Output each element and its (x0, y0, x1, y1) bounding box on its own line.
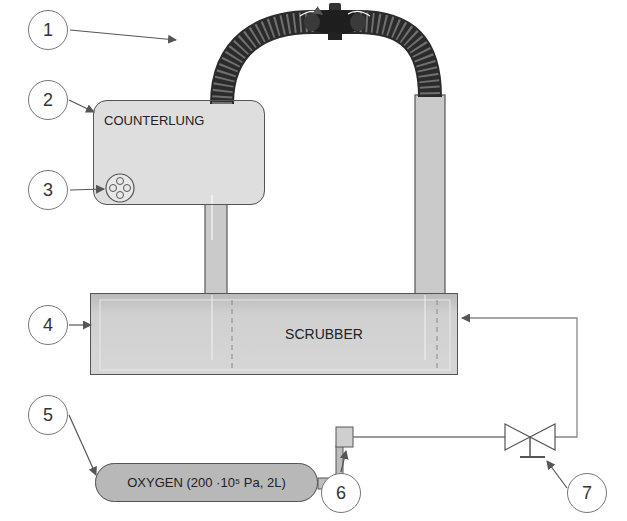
part-label: COUNTERLUNG (104, 113, 204, 128)
oxygen-cylinder: OXYGEN (200 ·10⁵ Pa, 2L) (95, 463, 318, 502)
callout-number: 4 (43, 315, 53, 336)
leader-arrow (69, 324, 91, 325)
part-label: OXYGEN (200 ·10⁵ Pa, 2L) (127, 475, 286, 490)
callout-number: 2 (28, 80, 68, 120)
counterlung-box: COUNTERLUNG (93, 100, 265, 205)
callout-number: 7 (567, 473, 607, 513)
leader-arrow (69, 415, 96, 475)
callout-number: 6 (336, 483, 346, 504)
callout-number: 7 (582, 483, 592, 504)
leader-arrow (69, 100, 94, 112)
callout-number: 6 (321, 473, 361, 513)
callout-number: 3 (28, 170, 68, 210)
callout-number: 5 (28, 395, 68, 435)
part-label: SCRUBBER (285, 326, 363, 342)
scrubber-box: SCRUBBER (90, 293, 458, 375)
callout-number: 4 (28, 305, 68, 345)
callout-number: 1 (28, 10, 68, 50)
callout-number: 2 (43, 90, 53, 111)
callout-number: 5 (43, 405, 53, 426)
callout-number: 1 (43, 20, 53, 41)
callout-number: 3 (43, 180, 53, 201)
